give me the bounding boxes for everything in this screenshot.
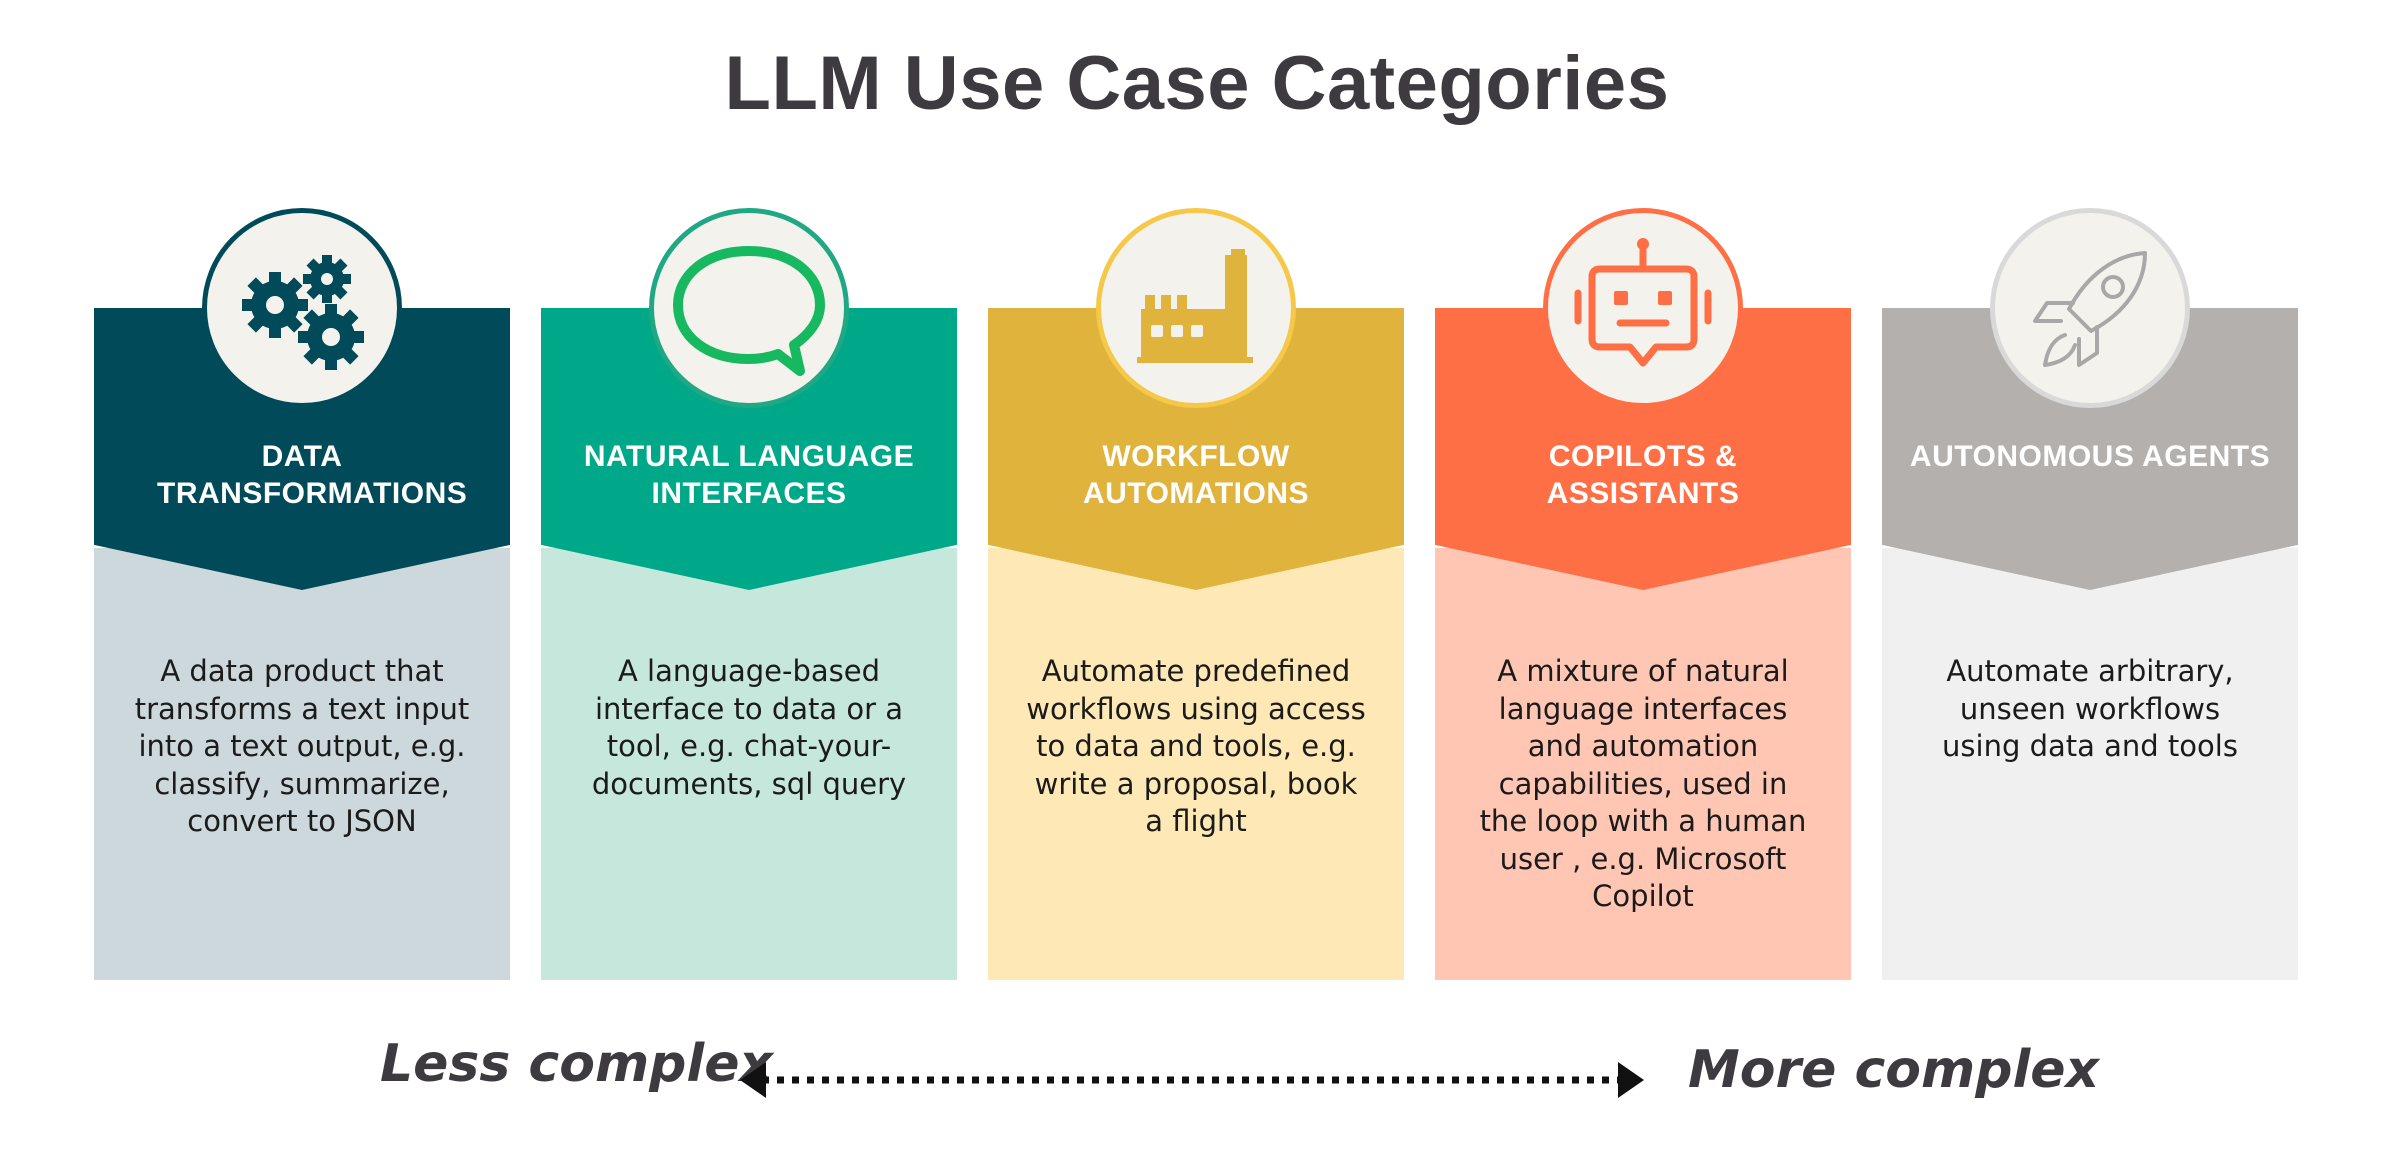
card-body	[1435, 548, 1851, 980]
card-body	[94, 548, 510, 980]
double-arrow-icon	[740, 1062, 1644, 1098]
card-body	[1882, 548, 2298, 980]
card-autonomous-agents: AUTONOMOUS AGENTS Automate arbitrary, un…	[1882, 208, 2298, 980]
card-data-transformations: DATA TRANSFORMATIONS A data product that…	[94, 208, 510, 980]
card-natural-language-interfaces: NATURAL LANGUAGE INTERFACES A language-b…	[541, 208, 957, 980]
card-copilots-assistants: COPILOTS & ASSISTANTS A mixture of natur…	[1435, 208, 1851, 980]
rocket-icon	[2033, 251, 2147, 367]
complexity-scale: Less complex More complex	[0, 1030, 2394, 1120]
card-description: Automate predefined workflows using acce…	[1026, 654, 1366, 838]
icon-badge	[202, 208, 402, 408]
more-complex-label: More complex	[1688, 1040, 2100, 1100]
less-complex-label: Less complex	[380, 1034, 773, 1094]
icon-badge	[1096, 208, 1296, 408]
card-description: A language-based interface to data or a …	[591, 654, 907, 801]
card-workflow-automations: WORKFLOW AUTOMATIONS Automate predefined…	[988, 208, 1404, 980]
card-title: AUTONOMOUS AGENTS	[1909, 440, 2271, 473]
card-body	[541, 548, 957, 980]
factory-icon	[1137, 249, 1253, 363]
chat-bubble-icon	[673, 246, 825, 376]
robot-icon	[1574, 238, 1712, 367]
card-description: A mixture of natural language interfaces…	[1479, 654, 1807, 913]
card-description: Automate arbitrary, unseen workflows usi…	[1942, 654, 2238, 763]
gears-icon	[242, 255, 364, 370]
card-description: A data product that transforms a text in…	[134, 654, 470, 838]
card-title: DATA TRANSFORMATIONS	[157, 440, 468, 510]
icon-badge	[1543, 208, 1743, 408]
card-title: WORKFLOW AUTOMATIONS	[1082, 440, 1310, 510]
card-title: COPILOTS & ASSISTANTS	[1546, 440, 1740, 510]
icon-badge	[649, 208, 849, 408]
card-body	[988, 548, 1404, 980]
page-title: LLM Use Case Categories	[724, 41, 1670, 126]
icon-badge	[1990, 208, 2190, 408]
card-title: NATURAL LANGUAGE INTERFACES	[583, 440, 915, 510]
